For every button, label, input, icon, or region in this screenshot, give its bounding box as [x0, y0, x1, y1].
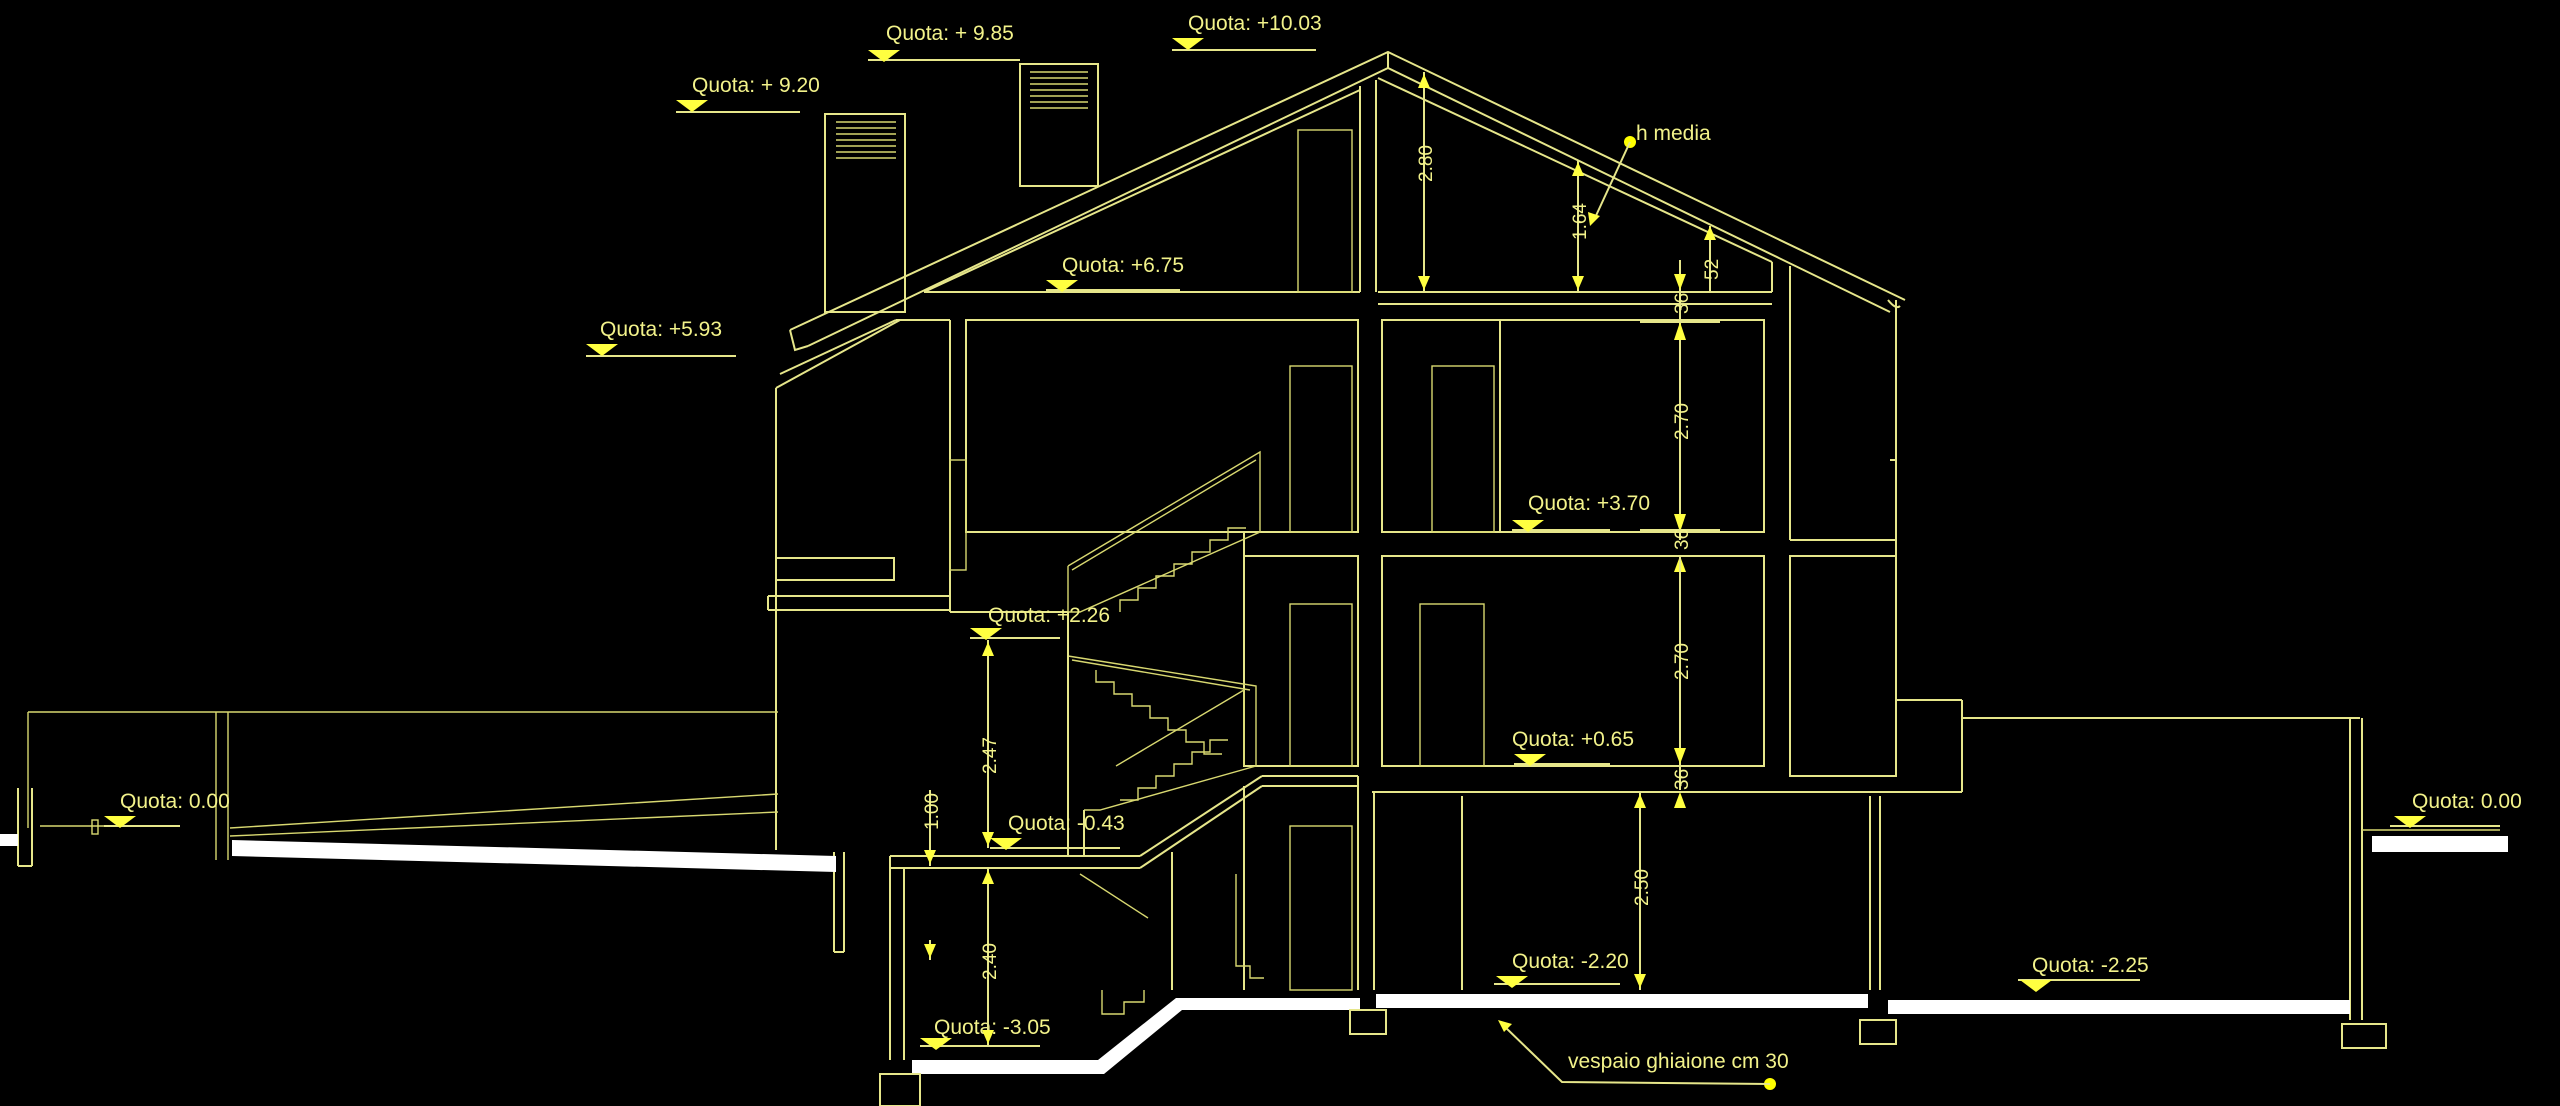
- level-label-675: Quota: +6.75: [1062, 254, 1184, 277]
- level-marker-065: Quota: +0.65: [1512, 728, 1634, 766]
- level-label-m220: Quota: -2.20: [1512, 950, 1629, 973]
- level-marker-000-left: Quota: 0.00: [104, 790, 230, 828]
- level-marker-675: Quota: +6.75: [1046, 254, 1184, 292]
- level-marker-593: Quota: +5.93: [586, 318, 736, 357]
- annotation-vespaio-text: vespaio ghiaione cm 30: [1568, 1050, 1789, 1073]
- dim-270-lower: 2.70: [1672, 643, 1693, 680]
- level-label-m043: Quota: -0.43: [1008, 812, 1125, 835]
- level-label-m225: Quota: -2.25: [2032, 954, 2149, 977]
- level-marker-m220: Quota: -2.20: [1494, 950, 1629, 988]
- middle-floor: [767, 532, 1963, 850]
- level-marker-985: Quota: + 9.85: [868, 22, 1020, 62]
- chimney-left: [824, 113, 906, 313]
- dim-270-upper: 2.70: [1672, 403, 1693, 440]
- chimney-right: [1019, 63, 1099, 187]
- level-label-226: Quota: +2.26: [988, 604, 1110, 627]
- exterior-left: [17, 711, 845, 953]
- level-marker-370: Quota: +3.70: [1512, 492, 1650, 532]
- level-marker-920: Quota: + 9.20: [676, 74, 820, 113]
- level-marker-m225: Quota: -2.25: [2018, 954, 2149, 992]
- level-label-000-left: Quota: 0.00: [120, 790, 230, 813]
- level-marker-m043: Quota: -0.43: [990, 812, 1125, 850]
- foundations: [879, 1009, 2387, 1106]
- annotation-h-media-text: h media: [1636, 122, 1711, 145]
- dim-100: 1.00: [922, 793, 943, 830]
- level-label-000-right: Quota: 0.00: [2412, 790, 2522, 813]
- dim-250: 2.50: [1632, 869, 1653, 906]
- level-marker-m305: Quota: -3.05: [920, 1016, 1051, 1050]
- dim-280: 2.80: [1416, 145, 1437, 182]
- dim-52: 52: [1702, 259, 1723, 280]
- dim-36-mid: 36: [1672, 529, 1693, 550]
- roof: [789, 50, 1906, 352]
- annotation-vespaio: vespaio ghiaione cm 30: [1498, 1020, 1789, 1090]
- exterior-right: [1962, 717, 2500, 1020]
- level-label-920: Quota: + 9.20: [692, 74, 820, 97]
- annotation-h-media: h media: [1588, 122, 1711, 226]
- level-label-985: Quota: + 9.85: [886, 22, 1014, 45]
- dim-36-low: 36: [1672, 769, 1693, 790]
- level-marker-000-right: Quota: 0.00: [2390, 790, 2522, 828]
- level-label-593: Quota: +5.93: [600, 318, 722, 341]
- ground-fill: [0, 834, 2508, 1074]
- level-label-m305: Quota: -3.05: [934, 1016, 1051, 1039]
- level-label-370: Quota: +3.70: [1528, 492, 1650, 515]
- upper-floor: [775, 266, 1897, 700]
- dimension-lines: 2.80 1.64 52 36 2.70 36 2.70 36 2.50 2.4…: [922, 72, 1723, 1046]
- stair: [1067, 450, 1261, 856]
- dim-240: 2.40: [980, 943, 1001, 980]
- dim-164: 1.64: [1570, 203, 1591, 240]
- dim-36-top: 36: [1672, 293, 1693, 314]
- dim-247: 2.47: [980, 737, 1001, 774]
- level-markers: Quota: +10.03 Quota: + 9.85 Quota: + 9.2…: [104, 12, 2522, 1050]
- level-marker-1003: Quota: +10.03: [1172, 12, 1322, 51]
- level-marker-226: Quota: +2.26: [970, 604, 1110, 640]
- level-label-065: Quota: +0.65: [1512, 728, 1634, 751]
- level-label-1003: Quota: +10.03: [1188, 12, 1322, 35]
